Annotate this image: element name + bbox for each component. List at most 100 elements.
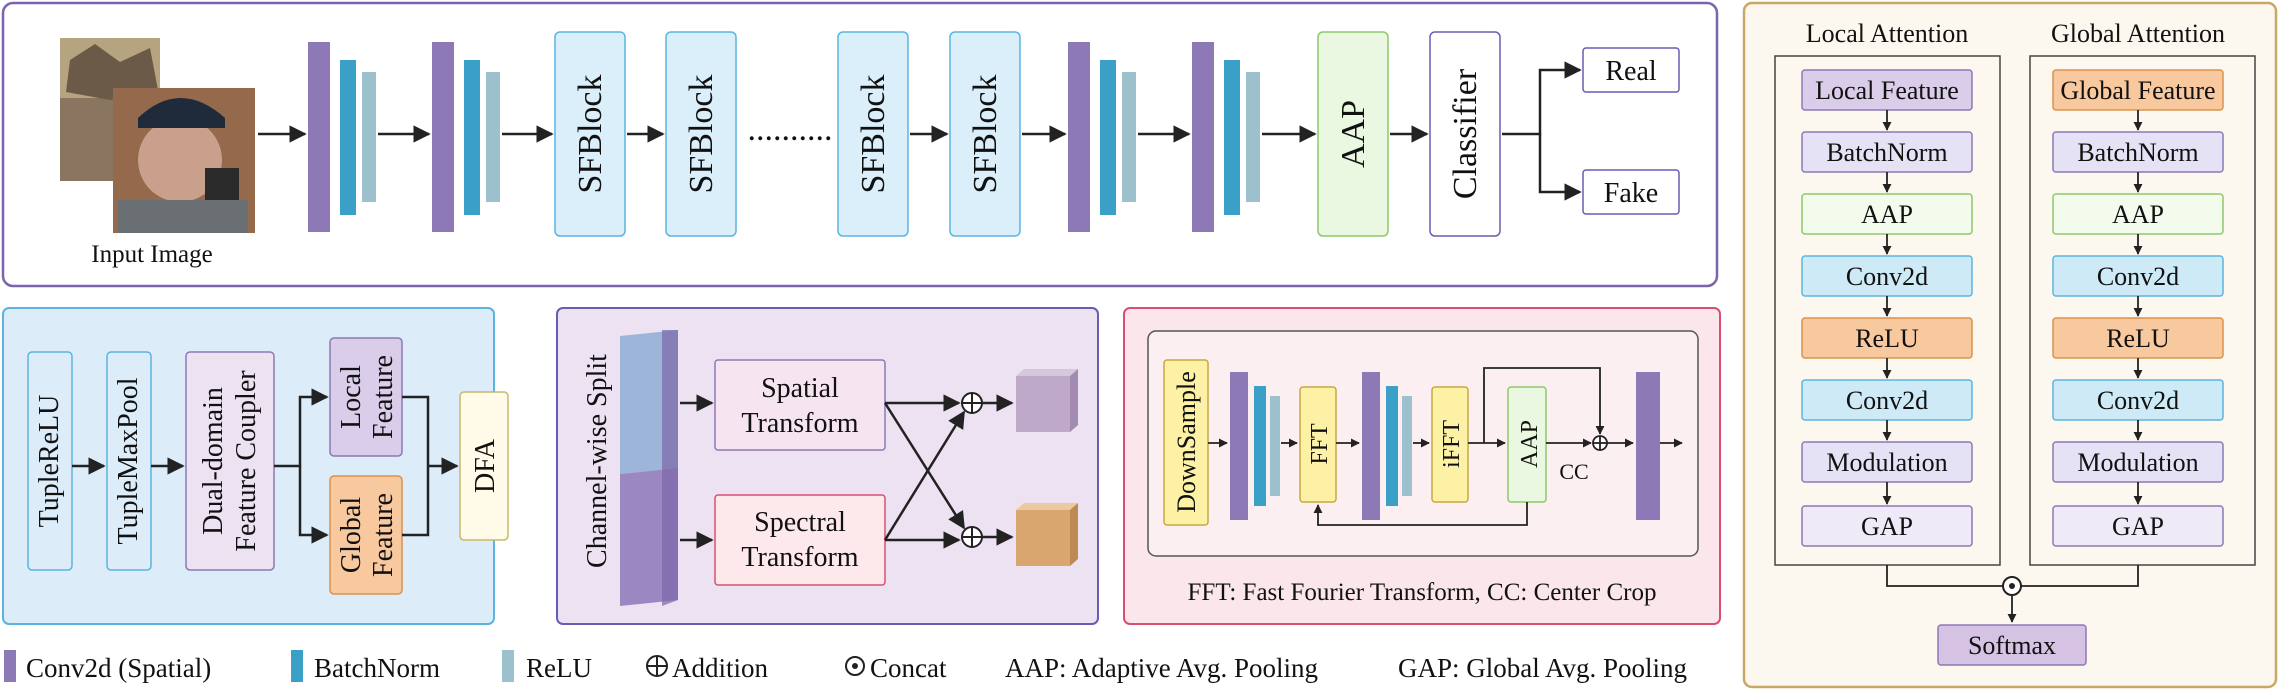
- channel-split-stack: [620, 330, 678, 606]
- svg-text:DownSample: DownSample: [1172, 371, 1201, 513]
- global-attention-step-label: AAP: [2112, 200, 2164, 229]
- cc-label: CC: [1559, 459, 1588, 484]
- output-real: Real: [1582, 47, 1680, 93]
- global-attention-step-label: Conv2d: [2097, 386, 2179, 415]
- sfblock-2: SFBlock: [665, 31, 737, 237]
- local-attention-step: Local Feature: [1801, 69, 1973, 111]
- svg-text:Classifier: Classifier: [1447, 68, 1484, 199]
- global-feature-block: Global Feature: [329, 475, 403, 595]
- local-attention-step-label: Modulation: [1826, 448, 1947, 477]
- sfblock-ellipsis: ..........: [748, 111, 833, 148]
- fft-block: FFT: [1299, 386, 1337, 503]
- legend-conv: Conv2d (Spatial): [4, 650, 211, 683]
- global-attention-step-label: Conv2d: [2097, 262, 2179, 291]
- concat-node-spectral: [1592, 435, 1608, 451]
- local-attention-step: Conv2d: [1801, 379, 1973, 421]
- spatial-transform-block: Spatial Transform: [714, 359, 886, 451]
- svg-text:TupleMaxPool: TupleMaxPool: [113, 377, 144, 544]
- spectral-transform-block: Spectral Transform: [714, 494, 886, 586]
- spectral-conv-stack-2: [1362, 372, 1412, 520]
- local-attention-step: GAP: [1801, 505, 1973, 547]
- local-attention-step-label: BatchNorm: [1826, 138, 1947, 167]
- attention-concat-node: [2002, 576, 2022, 596]
- legend-relu: ReLU: [502, 650, 592, 683]
- local-attention-step: ReLU: [1801, 317, 1973, 359]
- global-attention-step: AAP: [2052, 193, 2224, 235]
- spectral-output-conv: [1636, 372, 1660, 520]
- legend: Conv2d (Spatial) BatchNorm ReLU Addition…: [4, 650, 1687, 683]
- svg-text:TupleReLU: TupleReLU: [34, 395, 65, 528]
- local-feature-block: Local Feature: [329, 337, 403, 457]
- addition-node-bottom: [961, 526, 983, 548]
- svg-text:Addition: Addition: [672, 653, 769, 683]
- spectral-aap-block: AAP: [1507, 386, 1547, 503]
- spectral-caption: FFT: Fast Fourier Transform, CC: Center …: [1188, 579, 1657, 606]
- global-attention-step: BatchNorm: [2052, 131, 2224, 173]
- aap-block: AAP: [1317, 31, 1389, 237]
- svg-text:Spectral: Spectral: [754, 507, 846, 538]
- global-attention-step: GAP: [2052, 505, 2224, 547]
- spectral-conv-stack-1: [1230, 372, 1280, 520]
- svg-text:Feature: Feature: [368, 355, 399, 439]
- conv-stack-4: [1192, 42, 1260, 232]
- local-attention-step: AAP: [1801, 193, 1973, 235]
- softmax-block: Softmax: [1937, 624, 2087, 666]
- global-attention-step: Global Feature: [2052, 69, 2224, 111]
- svg-text:AAP: AAP: [1517, 420, 1543, 468]
- local-attention-step-label: GAP: [1861, 512, 1913, 541]
- svg-text:iFFT: iFFT: [1439, 420, 1465, 468]
- svg-text:Spatial: Spatial: [761, 373, 839, 404]
- svg-text:Transform: Transform: [741, 542, 858, 573]
- global-attention-steps: Global FeatureBatchNormAAPConv2dReLUConv…: [2052, 69, 2224, 547]
- svg-text:SFBlock: SFBlock: [683, 74, 720, 193]
- local-attention-step-label: Local Feature: [1815, 76, 1959, 105]
- sfblock-4: SFBlock: [949, 31, 1021, 237]
- global-attention-step-label: Modulation: [2077, 448, 2198, 477]
- downsample-block: DownSample: [1163, 359, 1209, 526]
- spectral-detail-panel: [1123, 307, 1721, 625]
- svg-text:Feature Coupler: Feature Coupler: [231, 370, 262, 552]
- svg-text:Feature: Feature: [368, 493, 399, 577]
- local-attention-step: Conv2d: [1801, 255, 1973, 297]
- classifier-block: Classifier: [1429, 31, 1501, 237]
- global-attention-step: Conv2d: [2052, 255, 2224, 297]
- global-attention-step: Modulation: [2052, 441, 2224, 483]
- sfblock-1: SFBlock: [554, 31, 626, 237]
- svg-text:AAP: AAP: [1335, 100, 1372, 168]
- legend-addition: Addition: [646, 653, 769, 683]
- svg-text:SFBlock: SFBlock: [572, 74, 609, 193]
- svg-text:Conv2d (Spatial): Conv2d (Spatial): [26, 653, 211, 683]
- global-attention-step: ReLU: [2052, 317, 2224, 359]
- global-attention-step-label: Global Feature: [2060, 76, 2215, 105]
- input-image-label: Input Image: [91, 241, 212, 268]
- svg-text:ReLU: ReLU: [526, 653, 592, 683]
- svg-text:Global: Global: [336, 497, 367, 573]
- svg-text:Fake: Fake: [1604, 178, 1658, 209]
- tuple-maxpool-block: TupleMaxPool: [106, 351, 152, 571]
- legend-batchnorm: BatchNorm: [291, 650, 440, 683]
- local-attention-step: Modulation: [1801, 441, 1973, 483]
- svg-text:Local: Local: [336, 365, 367, 429]
- global-attention-step-label: GAP: [2112, 512, 2164, 541]
- global-attention-frame: [2029, 55, 2256, 566]
- svg-text:DFA: DFA: [470, 438, 501, 493]
- svg-text:SFBlock: SFBlock: [967, 74, 1004, 193]
- tuple-relu-block: TupleReLU: [27, 351, 73, 571]
- conv-stack-3: [1068, 42, 1136, 232]
- legend-concat: Concat: [845, 653, 947, 683]
- svg-text:Dual-domain: Dual-domain: [198, 387, 229, 535]
- local-attention-step: BatchNorm: [1801, 131, 1973, 173]
- legend-aap-definition: AAP: Adaptive Avg. Pooling: [1005, 653, 1318, 683]
- local-attention-step-label: Conv2d: [1846, 386, 1928, 415]
- legend-gap-definition: GAP: Global Avg. Pooling: [1398, 653, 1687, 683]
- output-cube-orange: [1016, 503, 1078, 566]
- global-attention-step-label: BatchNorm: [2077, 138, 2198, 167]
- svg-text:Real: Real: [1605, 56, 1657, 87]
- dfa-block: DFA: [459, 391, 509, 541]
- channel-split-label: Channel-wise Split: [582, 354, 613, 568]
- local-attention-step-label: ReLU: [1855, 324, 1919, 353]
- input-image: [60, 38, 255, 233]
- svg-text:Transform: Transform: [741, 408, 858, 439]
- output-cube-purple: [1016, 369, 1078, 432]
